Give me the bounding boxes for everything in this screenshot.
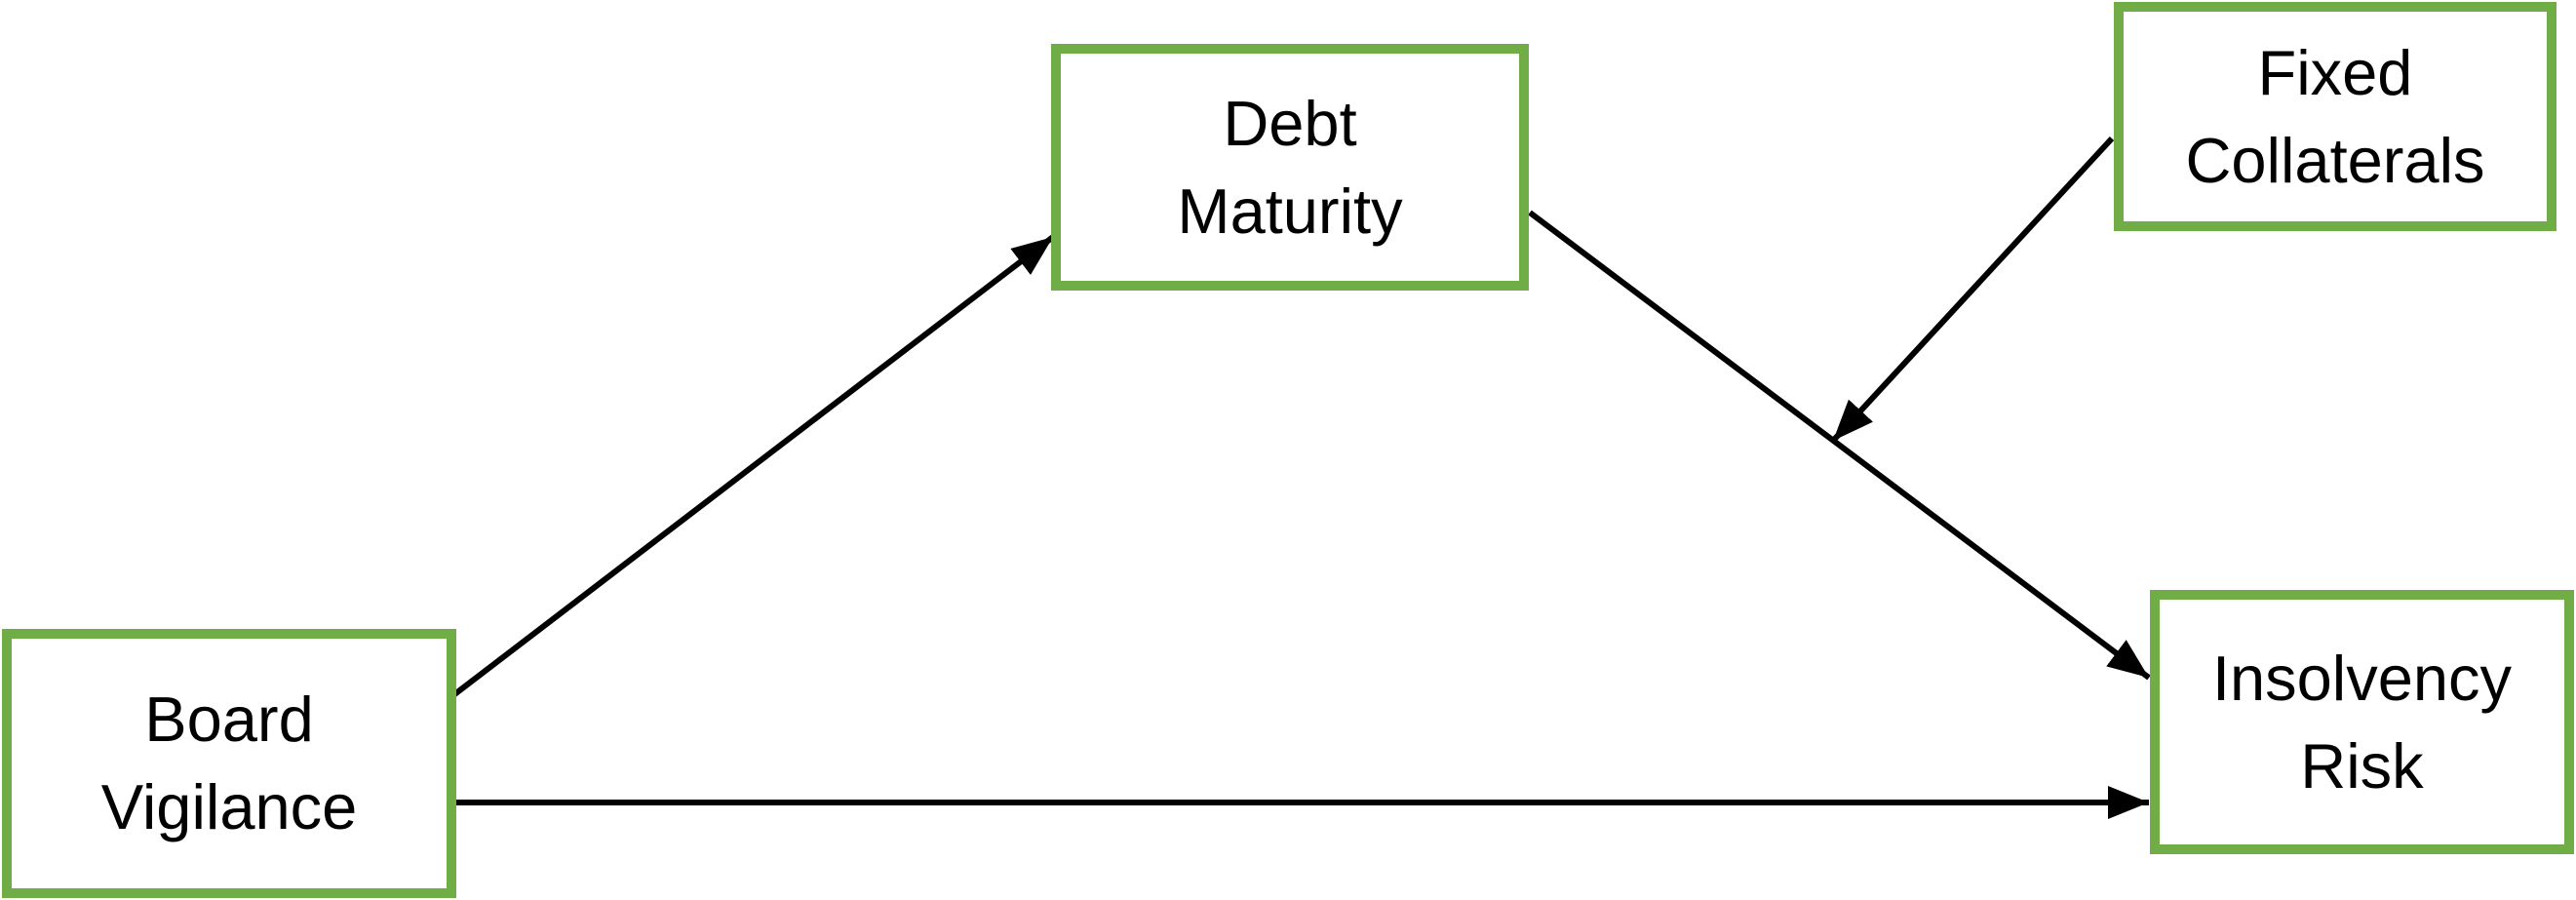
arrow-board-vigilance-to-debt-maturity xyxy=(451,234,1055,698)
arrow-fixed-collaterals-moderation xyxy=(1830,136,2115,444)
node-debt-maturity: Debt Maturity xyxy=(1051,44,1529,291)
node-board-vigilance: Board Vigilance xyxy=(2,629,456,898)
node-debt-maturity-label: Debt Maturity xyxy=(1177,87,1403,247)
node-insolvency-risk: Insolvency Risk xyxy=(2150,590,2574,854)
node-fixed-collaterals-label: Fixed Collaterals xyxy=(2185,36,2485,196)
node-board-vigilance-label: Board Vigilance xyxy=(100,684,358,842)
node-insolvency-risk-label: Insolvency Risk xyxy=(2211,642,2513,802)
arrow-debt-maturity-to-insolvency-risk xyxy=(1528,210,2151,681)
node-fixed-collaterals: Fixed Collaterals xyxy=(2114,2,2556,231)
